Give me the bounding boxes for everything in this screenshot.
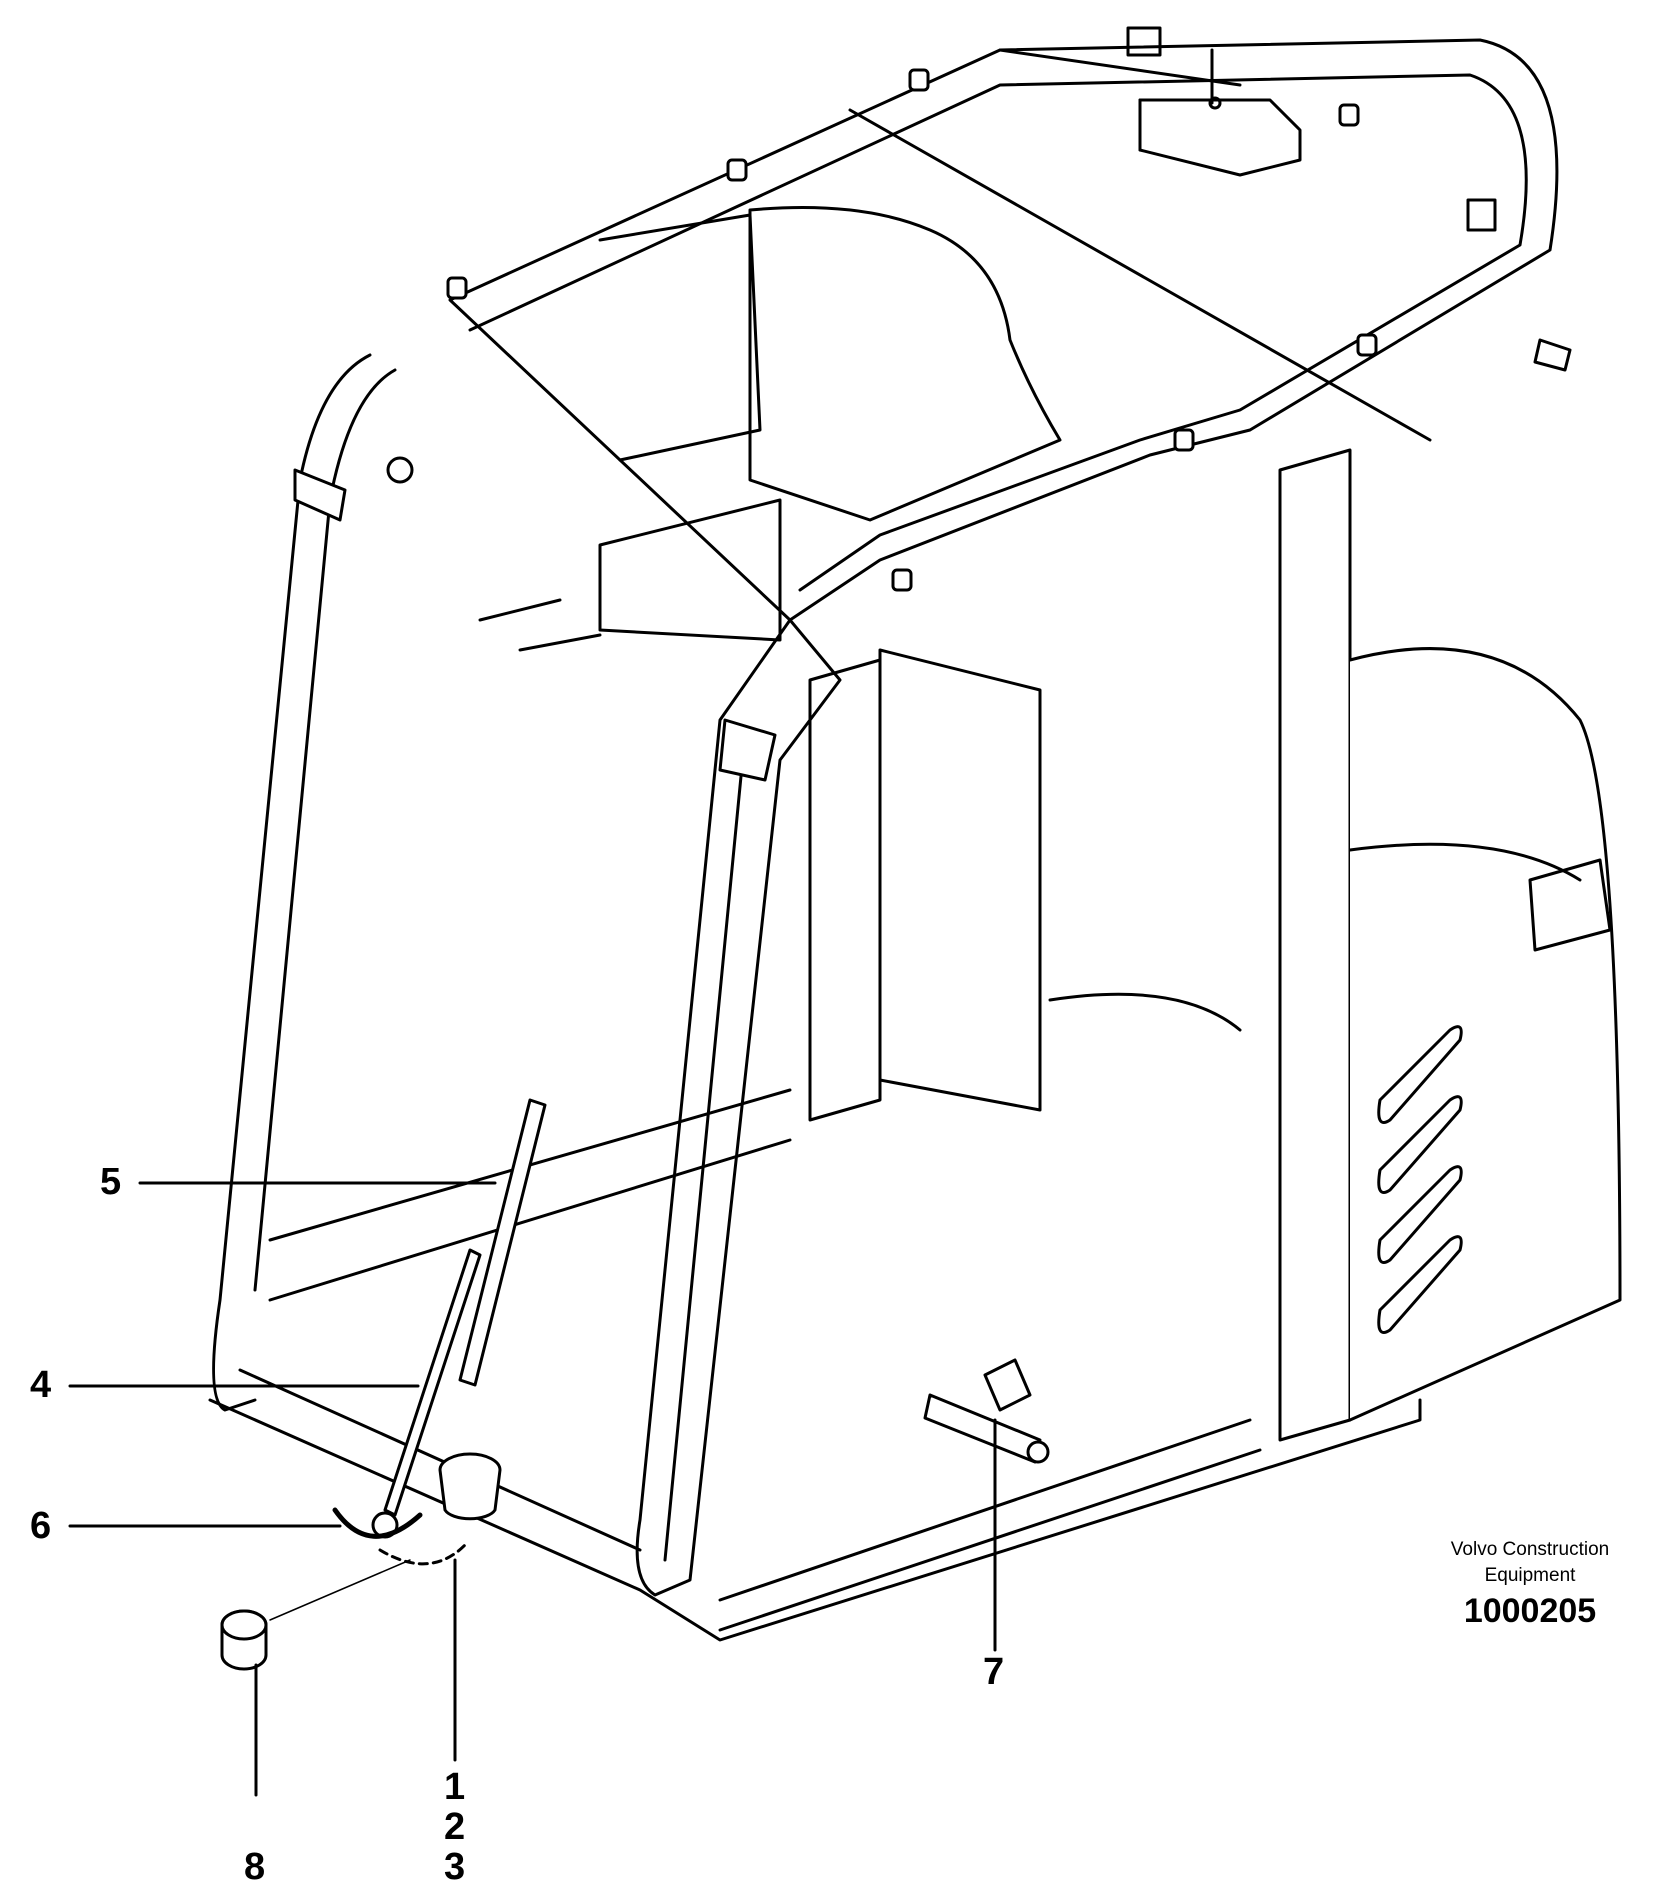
callout-3: 3 [444,1846,466,1888]
publisher-caption: Volvo Construction Equipment 1000205 [1420,1537,1640,1633]
cab-roof [446,26,1572,622]
wiper-cover [438,1452,502,1521]
wiper-assembly [332,1098,547,1566]
cab-bottom-frame [208,1368,1422,1642]
cap-part [220,1609,268,1671]
callout-8: 8 [244,1846,266,1888]
caption-line-1: Volvo Construction [1450,1539,1610,1560]
callout-5: 5 [100,1161,122,1203]
washer-nozzle-part [923,1358,1050,1464]
wiper-arm [383,1248,482,1517]
callout-4: 4 [30,1364,52,1406]
callout-7: 7 [983,1651,1005,1693]
wiper-seal-ring [332,1507,423,1539]
callout-2: 2 [444,1806,466,1848]
wiper-blade [458,1098,547,1387]
cab-rear-body [1278,448,1622,1442]
figure-number: 1000205 [1463,1592,1597,1630]
callout-6: 6 [30,1505,52,1547]
roof-bolt-group [446,68,1378,592]
leader-lines [68,1181,997,1797]
leader-8-thin [269,1559,411,1621]
callout-1: 1 [444,1766,466,1808]
front-right-pillar [635,618,842,1597]
vent-slot-group [1377,1025,1463,1334]
caption-line-2: Equipment [1484,1565,1576,1586]
front-left-pillar [212,353,414,1412]
